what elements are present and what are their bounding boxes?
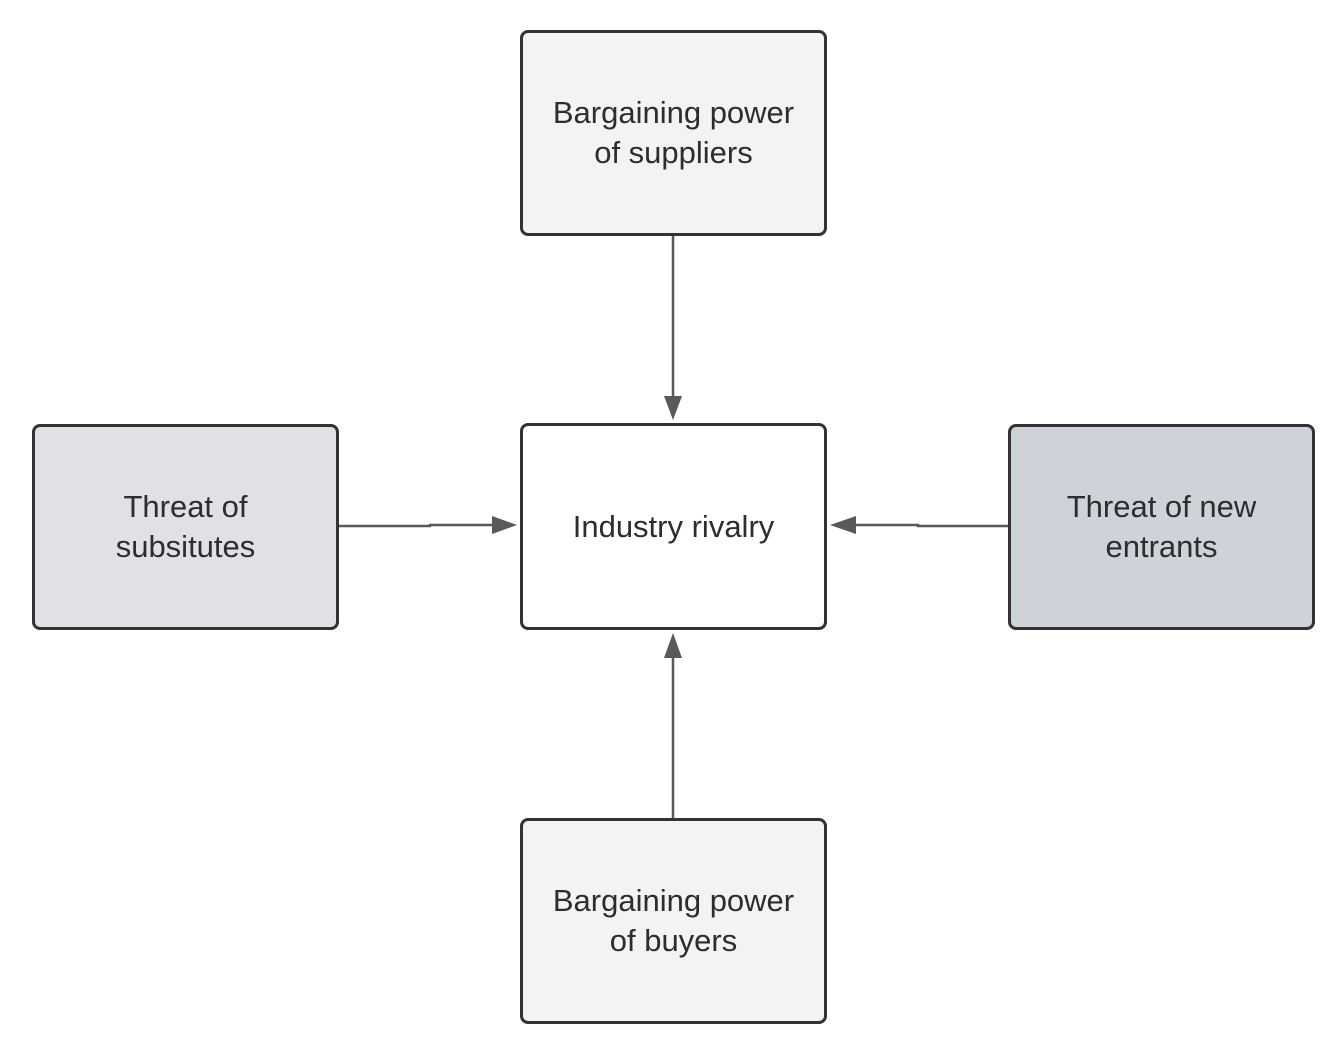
node-bargaining-power-of-buyers: Bargaining power of buyers <box>520 818 827 1024</box>
arrowhead-entrants-to-rivalry <box>830 516 856 534</box>
edge-substitutes-to-rivalry <box>339 523 494 528</box>
arrowhead-suppliers-to-rivalry <box>664 396 682 420</box>
node-industry-rivalry: Industry rivalry <box>520 423 827 630</box>
node-threat-of-substitutes: Threat of subsitutes <box>32 424 339 630</box>
node-label-buyers: Bargaining power of buyers <box>552 883 795 958</box>
node-label-suppliers: Bargaining power of suppliers <box>552 95 795 170</box>
arrowhead-substitutes-to-rivalry <box>492 516 517 534</box>
node-label-substitutes: Threat of subsitutes <box>115 489 256 564</box>
edge-entrants-to-rivalry <box>854 523 1008 528</box>
node-label-entrants: Threat of new entrants <box>1066 489 1257 564</box>
node-label-rivalry: Industry rivalry <box>572 508 775 544</box>
node-threat-of-new-entrants: Threat of new entrants <box>1008 424 1315 630</box>
arrowhead-buyers-to-rivalry <box>664 633 682 658</box>
node-bargaining-power-of-suppliers: Bargaining power of suppliers <box>520 30 827 236</box>
